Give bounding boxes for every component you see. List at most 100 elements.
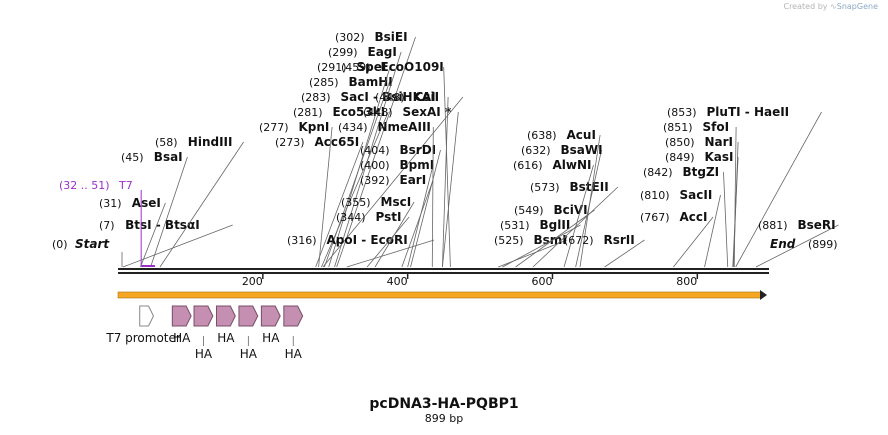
site-leader-line	[579, 134, 601, 268]
site-position: (434)	[338, 121, 368, 134]
plasmid-length: 899 bp	[424, 412, 464, 425]
feature-label: HA	[217, 331, 235, 345]
site-bsrdi: (404)BsrDI	[360, 143, 441, 268]
feature-ha-tag: HA	[238, 305, 259, 361]
site-name: NarI	[705, 135, 734, 149]
site-name: KasI	[705, 150, 734, 164]
feature-label: HA	[173, 331, 191, 345]
end-label: End	[770, 237, 796, 251]
site-name: BciVI	[554, 203, 588, 217]
site-position: (459)	[341, 61, 371, 74]
site-position: (842)	[643, 166, 673, 179]
site-leader-line	[563, 164, 594, 268]
feature-arrow	[171, 305, 192, 327]
site-name: BpmI	[400, 158, 435, 172]
site-leader-line	[673, 216, 714, 268]
site-bsiei: (302)BsiEI	[335, 30, 416, 268]
site-name: BsiEI	[375, 30, 408, 44]
site-name: HindIII	[188, 135, 233, 149]
site-name: PstI	[376, 210, 402, 224]
ruler-tick-label: 600	[531, 275, 552, 288]
site-position: (7)	[99, 219, 115, 232]
site-name: EarI	[400, 173, 427, 187]
site-leader-line	[442, 96, 449, 268]
ruler-tick-label: 800	[676, 275, 697, 288]
site-position: (299)	[328, 46, 358, 59]
feature-ha-tag: HA	[283, 305, 304, 361]
site-name: MscI	[381, 195, 412, 209]
site-position: (45)	[121, 151, 144, 164]
site-leader-line	[733, 126, 737, 268]
site-kasi: (849)KasI	[665, 150, 739, 268]
site-sexai: (448)SexAI *	[363, 105, 459, 268]
site-psti: (344) PstI	[336, 210, 410, 268]
site-name: SacII	[680, 188, 713, 202]
site-position: (281)	[293, 106, 323, 119]
credit-prefix: Created by	[783, 2, 828, 11]
site-leader-line	[443, 66, 451, 268]
site-name: AlwNI	[553, 158, 592, 172]
site-leader-line	[366, 216, 410, 268]
site-leader-line	[431, 126, 434, 268]
site-acui: (638)AcuI	[527, 128, 601, 268]
site-name: EagI	[368, 45, 397, 59]
site-position: (881)	[758, 219, 788, 232]
site-name: BglII	[540, 218, 571, 232]
site-position: (448)	[375, 91, 405, 104]
site-position: (531)	[500, 219, 530, 232]
site-leader-line	[140, 202, 166, 268]
site-position: (638)	[527, 129, 557, 142]
site-name: BseRI	[798, 218, 836, 232]
site-bsteii: (573)BstEII	[530, 180, 619, 268]
site-name: BsaWI	[561, 143, 603, 157]
site-position: (355)	[341, 196, 371, 209]
site-leader-line	[735, 111, 822, 268]
feature-arrow	[139, 305, 155, 327]
feature-ha-tag: HA	[215, 305, 236, 345]
site-name: Eco53kI	[333, 105, 386, 119]
site-pluti-haeii: (853)PluTI - HaeII	[667, 105, 822, 268]
site-position: (291)	[317, 61, 347, 74]
site-kpni: (277)KpnI	[259, 120, 333, 268]
feature-ha-tag: HA	[260, 305, 281, 345]
site-name: AccI	[680, 210, 708, 224]
site-acc65i: (273)Acc65I	[275, 135, 364, 268]
site-sacii: (810) SacII	[640, 188, 721, 268]
site-position: (810)	[640, 189, 670, 202]
site-position: (316)	[287, 234, 317, 247]
site-leader-line	[159, 141, 244, 268]
site-name: SacI - BsiHKAI	[341, 90, 436, 104]
site-eco53ki: (281) Eco53kI	[293, 105, 389, 268]
end-marker: End (899)	[770, 237, 838, 251]
site-name: BstEII	[570, 180, 609, 194]
orf-arrow	[117, 290, 767, 300]
orf-arrowhead	[760, 290, 767, 300]
orf-bar	[117, 291, 762, 299]
feature-arrow	[283, 305, 304, 327]
site-alwni: (616)AlwNI	[513, 158, 594, 268]
site-position: (58)	[155, 136, 178, 149]
site-apoi-ecori: (316)ApoI - EcoRI	[287, 233, 435, 268]
site-leader-line	[315, 141, 364, 268]
site-position: (344)	[336, 211, 366, 224]
site-bpmi: (400)BpmI	[360, 158, 435, 268]
site-leader-line	[374, 201, 415, 268]
site-name: KpnI	[299, 120, 330, 134]
credit-brand: SnapGene	[836, 2, 878, 11]
site-ecoo109i: (459)EcoO109I	[341, 60, 451, 268]
start-position: (0)	[52, 238, 68, 251]
feature-t7-promoter: T7 promoter	[105, 305, 181, 345]
site-csii: (448)CsiI	[375, 90, 449, 268]
site-bsai: (45)BsaI	[121, 150, 188, 268]
snapgene-logo-icon: ∿	[830, 2, 837, 11]
site-spei: (291)SpeI	[317, 60, 391, 268]
site-position: (31)	[99, 197, 122, 210]
feature-arrow	[260, 305, 281, 327]
site-position: (850)	[665, 136, 695, 149]
feature-label: HA	[262, 331, 280, 345]
end-position: (899)	[808, 238, 838, 251]
site-position: (273)	[275, 136, 305, 149]
ruler-tick-label: 400	[387, 275, 408, 288]
site-leader-line	[704, 194, 721, 268]
